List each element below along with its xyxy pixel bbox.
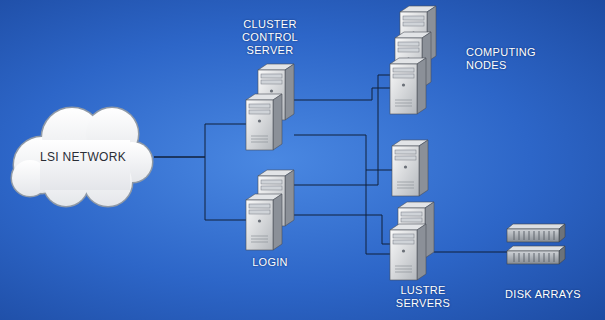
server-tower: [246, 194, 282, 250]
network-link: [294, 88, 390, 100]
disk-unit: [507, 246, 565, 264]
server-group: LOGIN: [210, 168, 330, 272]
cloud-fill: [12, 108, 152, 206]
server-group: CLUSTER CONTROL SERVER: [210, 14, 330, 154]
node-label: LSI NETWORK: [40, 150, 126, 164]
node-label: DISK ARRAYS: [490, 288, 596, 301]
server-tower: [390, 224, 426, 280]
network-link: [154, 157, 246, 220]
network-link: [294, 215, 390, 244]
node-label: LOGIN: [210, 256, 330, 269]
icon-area: [507, 222, 565, 264]
icon-area: [390, 6, 436, 114]
node-label: CLUSTER CONTROL SERVER: [210, 18, 330, 57]
server-tower: [246, 94, 282, 150]
disk-unit: [507, 224, 565, 242]
server-tower: [390, 58, 426, 114]
bus-wire: [366, 170, 392, 171]
network-cloud: LSI NETWORK: [12, 108, 154, 206]
network-link: [294, 75, 390, 185]
network-link: [154, 124, 246, 157]
server-group: COMPUTING NODES: [388, 4, 548, 116]
cloud-outline: [12, 108, 152, 206]
node-label: LUSTRE SERVERS: [368, 284, 478, 310]
node-label: COMPUTING NODES: [466, 46, 548, 72]
icon-area: [390, 202, 434, 280]
icon-area: [246, 170, 294, 250]
storage-group: DISK ARRAYS: [490, 222, 596, 316]
server-group: LUSTRE SERVERS: [368, 200, 478, 314]
server-tower: [392, 140, 428, 196]
icon-area: [246, 64, 294, 150]
network-link: [434, 252, 507, 253]
network-link: [294, 135, 390, 254]
